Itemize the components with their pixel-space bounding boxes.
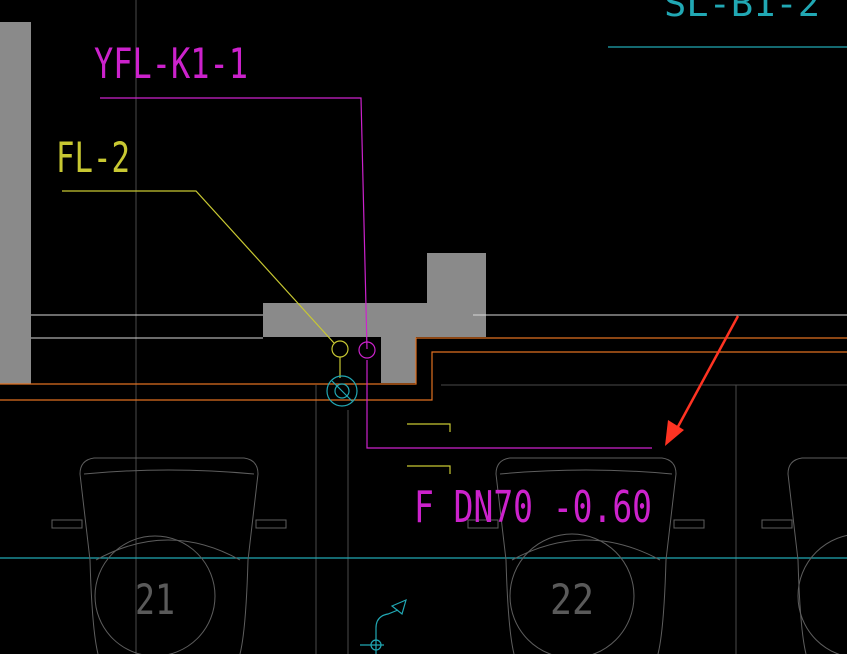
- pipe-yfl-k1-1[interactable]: [100, 97, 652, 449]
- car-body: [79, 457, 259, 654]
- parking-number-22: 22: [550, 575, 594, 624]
- car-center[interactable]: [467, 457, 705, 654]
- fl-leader-line: [62, 190, 335, 344]
- valve-head: [390, 598, 407, 616]
- label-pipe-spec[interactable]: F DN70 -0.60: [414, 482, 652, 533]
- car-left[interactable]: [51, 457, 287, 654]
- car-mirror-right: [255, 519, 287, 529]
- parking-number-circle: [94, 535, 216, 654]
- label-fl-2[interactable]: FL-2: [56, 133, 130, 182]
- car-right[interactable]: [761, 457, 847, 654]
- car-body: [495, 457, 677, 654]
- car-roof: [499, 469, 673, 475]
- parking-number-circle: [797, 534, 847, 654]
- parking-number-circle: [509, 533, 635, 654]
- arrow-head: [665, 420, 684, 446]
- red-arrow-icon: [665, 315, 740, 446]
- grid-lines: [135, 0, 847, 654]
- structure: [0, 22, 486, 384]
- riser-circle-yellow: [331, 340, 349, 358]
- valve-icon[interactable]: [360, 598, 407, 654]
- car-mirror-left: [51, 519, 83, 529]
- beam-block: [263, 253, 486, 383]
- bracket-top: [407, 423, 451, 432]
- car-roof: [83, 469, 255, 475]
- drain-inner: [334, 383, 350, 399]
- floor-drain-icon[interactable]: [326, 375, 358, 407]
- leader-fl-2[interactable]: [62, 190, 451, 474]
- car-mirror-left: [467, 519, 499, 529]
- drain-outer: [326, 375, 358, 407]
- car-mirror-left: [761, 519, 793, 529]
- slab-lines: [31, 314, 847, 339]
- pipe-run: [366, 360, 652, 449]
- car-windshield: [511, 539, 661, 561]
- car-windshield: [95, 539, 241, 561]
- car-mirror-right: [673, 519, 705, 529]
- parking-number-21: 21: [135, 575, 175, 624]
- column-left: [0, 22, 31, 384]
- wall-lines: [0, 337, 847, 401]
- pipe-leader: [100, 97, 368, 350]
- label-yfl-k1-1[interactable]: YFL-K1-1: [94, 39, 248, 88]
- valve-curve: [375, 609, 399, 654]
- wall-line-outer: [0, 337, 847, 385]
- riser-circle-magenta: [358, 341, 376, 359]
- bracket-bottom: [407, 465, 451, 474]
- car-body: [787, 457, 847, 654]
- wall-line-inner: [0, 351, 847, 401]
- arrow-shaft: [672, 315, 740, 435]
- drain-slash: [331, 380, 353, 402]
- label-top-right[interactable]: SL-B1-2: [664, 0, 820, 25]
